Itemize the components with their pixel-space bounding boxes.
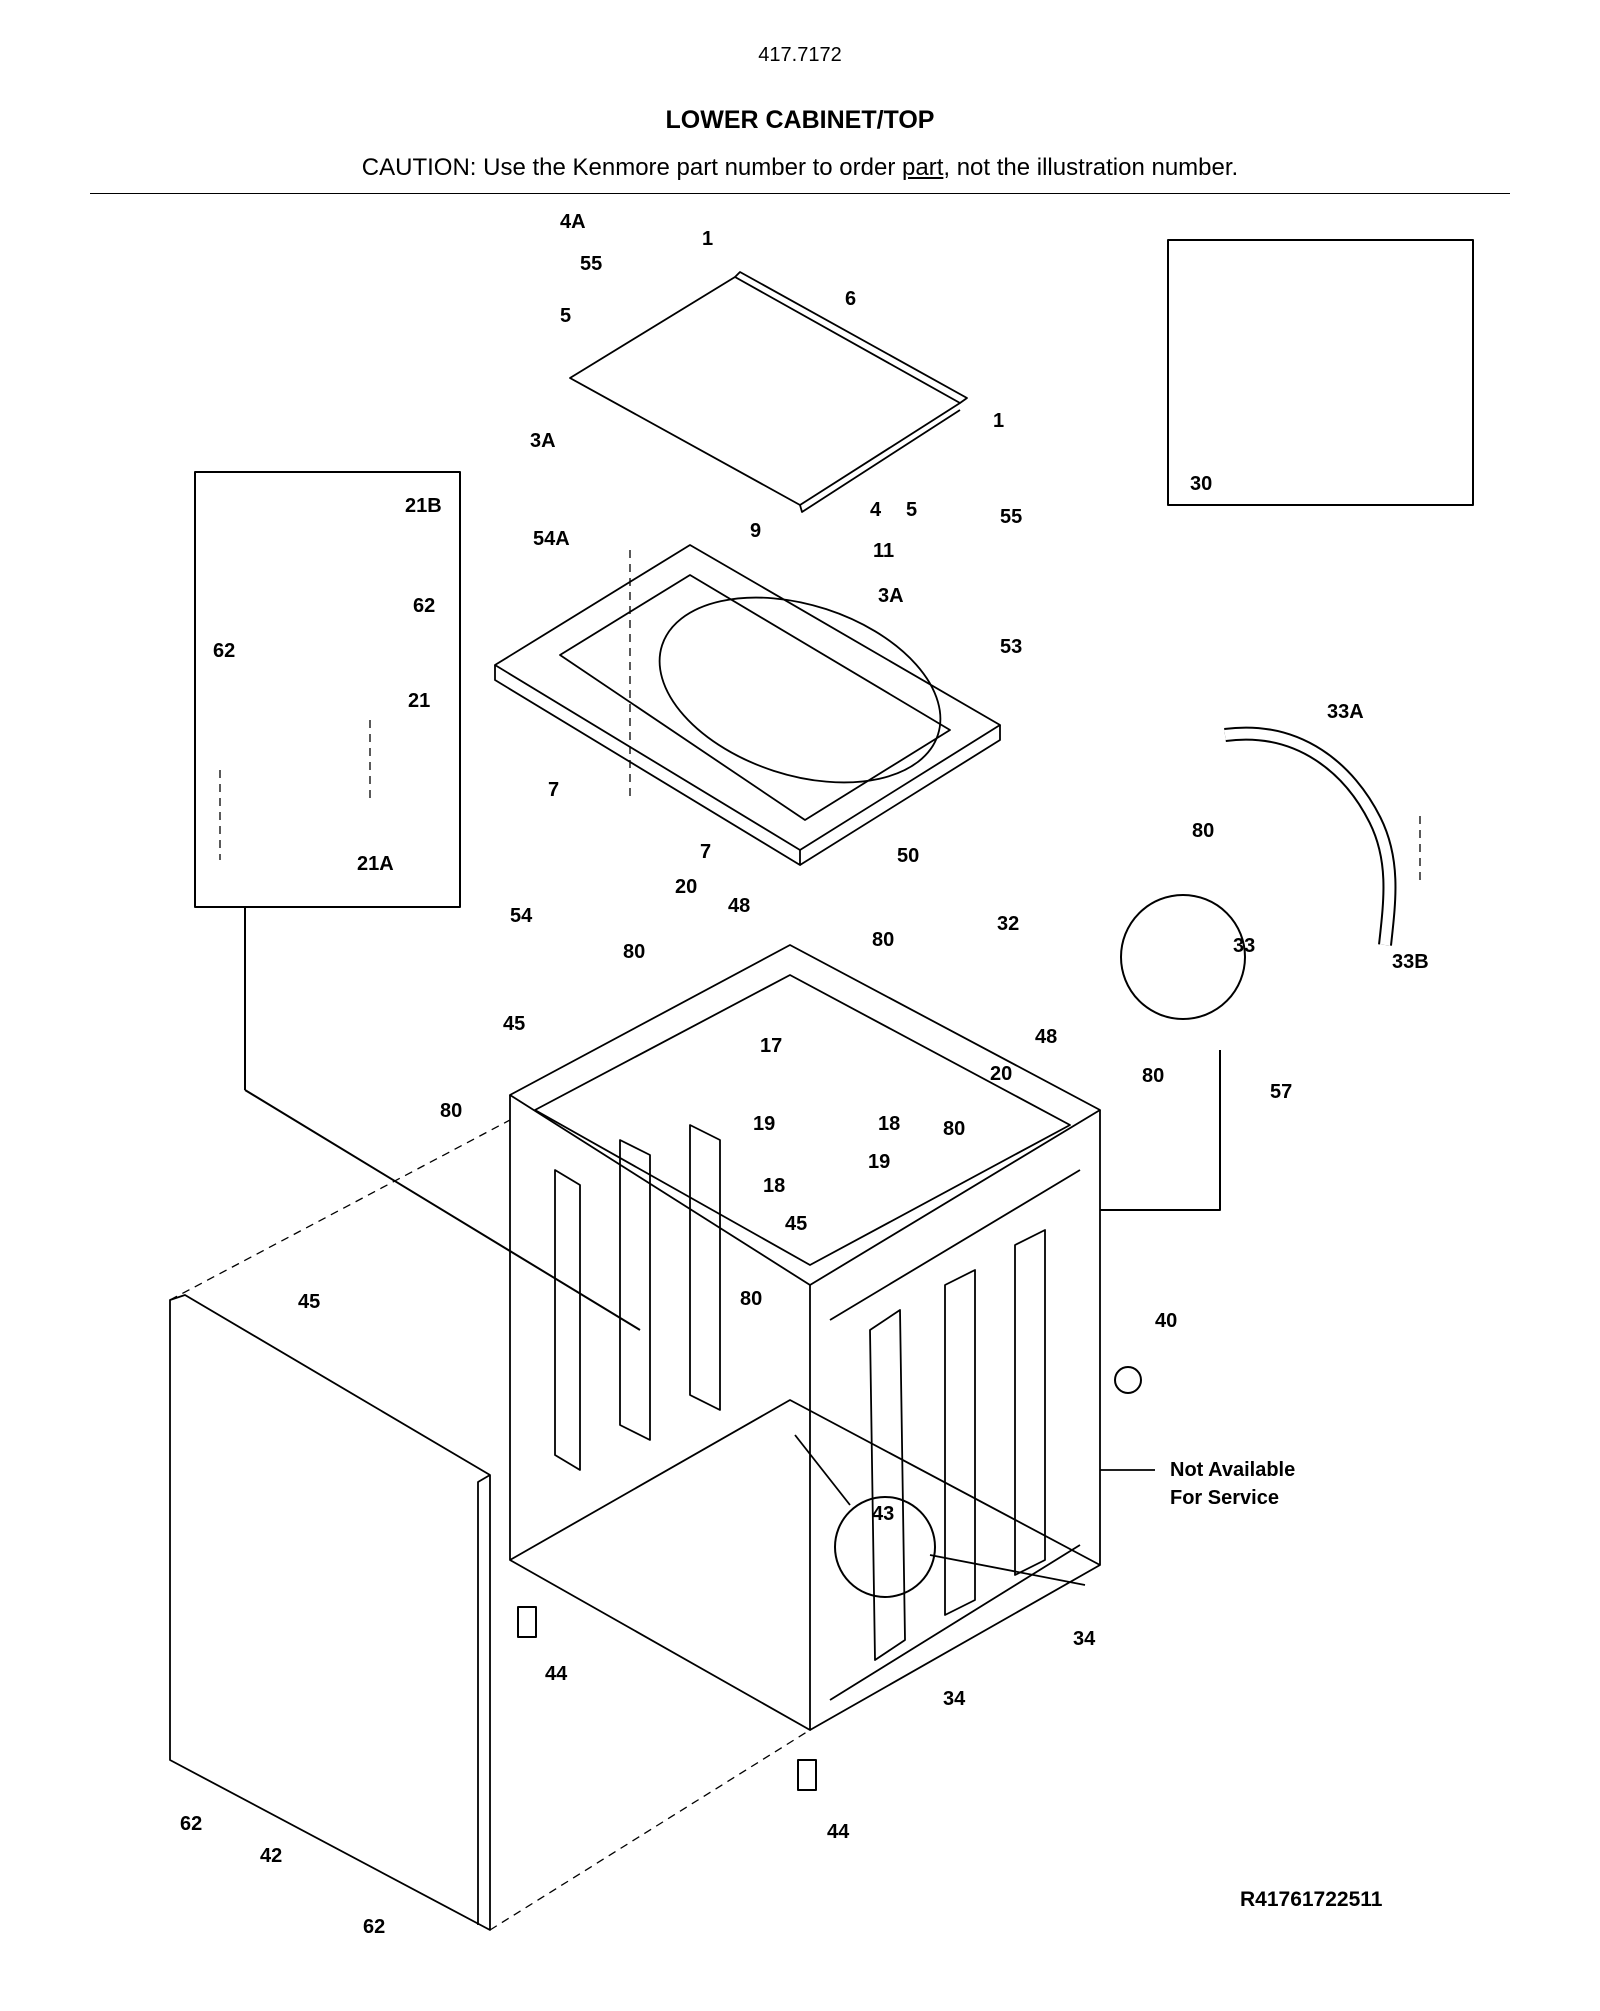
callout: 6 <box>845 288 856 310</box>
lid-part <box>569 271 968 513</box>
callout: 55 <box>580 253 602 275</box>
callout: 11 <box>873 540 894 562</box>
callout: 44 <box>545 1663 568 1685</box>
inset-box-control-board <box>194 471 461 908</box>
leveling-foot-right <box>797 1759 817 1791</box>
callout: 45 <box>298 1291 320 1313</box>
callout: 55 <box>1000 506 1022 528</box>
callout: 17 <box>760 1035 782 1057</box>
callout: 80 <box>872 929 894 951</box>
callout: 62 <box>363 1916 385 1938</box>
callout: 43 <box>872 1503 894 1525</box>
callout: 32 <box>997 913 1019 935</box>
callout: 21B <box>405 495 442 517</box>
callout: 3A <box>878 585 904 607</box>
callout: 42 <box>260 1845 282 1867</box>
callout: 18 <box>878 1113 900 1135</box>
caution-link-part: part <box>902 154 944 181</box>
top-panel-part <box>494 544 1001 866</box>
leveling-foot-left <box>517 1606 537 1638</box>
callout: 9 <box>750 520 761 542</box>
callout: 48 <box>1035 1026 1057 1048</box>
callout: 1 <box>993 410 1004 432</box>
callout: 19 <box>868 1151 890 1173</box>
callout: 62 <box>213 640 235 662</box>
callout: 33B <box>1392 951 1429 973</box>
callout: 18 <box>763 1175 785 1197</box>
front-panel-part <box>169 1294 491 1931</box>
callout: 21 <box>408 690 430 712</box>
callout: 5 <box>906 499 917 521</box>
reference-code: R41761722511 <box>1240 1888 1383 1911</box>
ring-clamp-part <box>1114 1366 1142 1394</box>
callout: 44 <box>827 1821 850 1843</box>
detail-circle-33 <box>1120 894 1246 1020</box>
callout: 1 <box>702 228 713 250</box>
caution-note: CAUTION: Use the Kenmore part number to … <box>0 154 1600 182</box>
callout: 80 <box>1142 1065 1164 1087</box>
callout: 62 <box>413 595 435 617</box>
callout: 5 <box>560 305 571 327</box>
page-title: LOWER CABINET/TOP <box>665 106 935 134</box>
callout: 33 <box>1233 935 1255 957</box>
callout: 54A <box>533 528 570 550</box>
callout: 34 <box>1073 1628 1096 1650</box>
callout: 40 <box>1155 1310 1177 1332</box>
callout: 50 <box>897 845 919 867</box>
callout: 48 <box>728 895 750 917</box>
callout: 21A <box>357 853 394 875</box>
callout: 54 <box>510 905 533 927</box>
not-available-note-line2: For Service <box>1170 1487 1279 1509</box>
callout: 20 <box>990 1063 1012 1085</box>
callout: 80 <box>943 1118 965 1140</box>
callout: 80 <box>440 1100 462 1122</box>
callout: 7 <box>700 841 711 863</box>
callout: 62 <box>180 1813 202 1835</box>
callout: 80 <box>623 941 645 963</box>
callout: 80 <box>1192 820 1214 842</box>
callout: 80 <box>740 1288 762 1310</box>
callout: 34 <box>943 1688 966 1710</box>
caution-text-before: CAUTION: Use the Kenmore part number to … <box>361 154 902 181</box>
callout: 4A <box>560 211 586 233</box>
document-number: 417.7172 <box>758 44 842 66</box>
callout: 57 <box>1270 1081 1292 1103</box>
not-available-note-line1: Not Available <box>1170 1459 1295 1481</box>
callout: 45 <box>785 1213 807 1235</box>
callout: 3A <box>530 430 556 452</box>
callout: 19 <box>753 1113 775 1135</box>
caution-text-after: , not the illustration number. <box>943 154 1239 181</box>
callout: 30 <box>1190 473 1212 495</box>
detail-circle-43 <box>834 1496 936 1598</box>
callout: 53 <box>1000 636 1022 658</box>
callout: 4 <box>870 499 882 521</box>
callout: 20 <box>675 876 697 898</box>
header-divider <box>90 193 1510 194</box>
callout: 45 <box>503 1013 525 1035</box>
callout: 33A <box>1327 701 1364 723</box>
callout: 7 <box>548 779 559 801</box>
cabinet-body <box>509 944 1101 1731</box>
inset-box-30 <box>1167 239 1474 506</box>
drain-hose-part <box>1224 726 1397 946</box>
